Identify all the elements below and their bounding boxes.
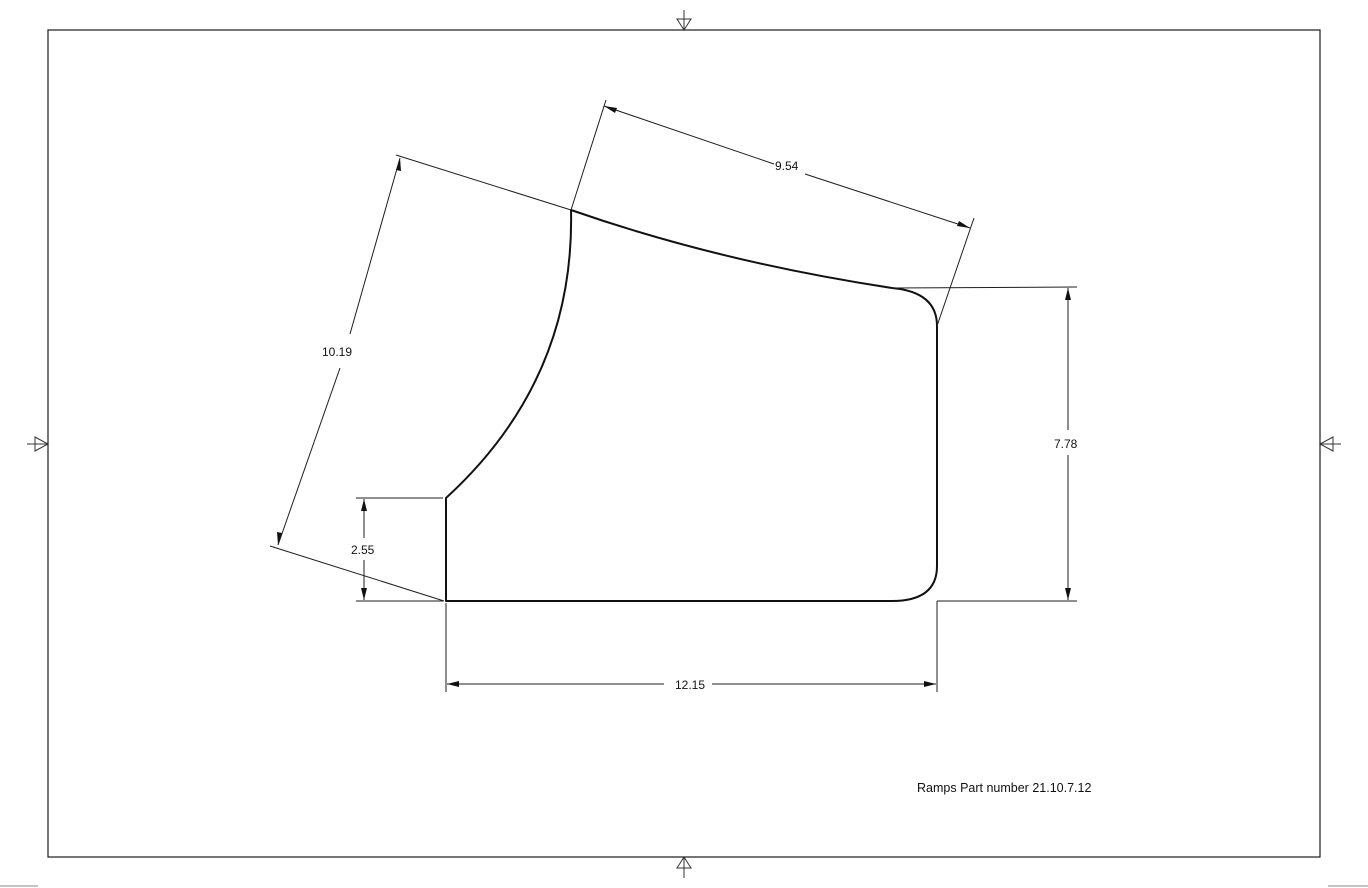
centering-arrow-left-icon: [1318, 436, 1341, 452]
centering-arrow-up-icon: [676, 856, 692, 878]
dimension-label-right-height: 7.78: [1054, 437, 1078, 451]
dimension-right-height: 7.78: [891, 286, 1078, 692]
dimension-label-bottom-width: 12.15: [675, 678, 705, 692]
centering-arrow-right-icon: [27, 436, 50, 452]
dimension-left-arc: 10.19: [269, 154, 572, 602]
centering-arrow-down-icon: [676, 10, 692, 31]
part-number-label: Ramps Part number 21.10.7.12: [917, 781, 1091, 795]
dimension-top-edge: 9.54: [570, 99, 975, 327]
sheet-border: [47, 29, 1321, 858]
dimension-bottom-width: 12.15: [445, 603, 936, 692]
dimension-left-step: 2.55: [351, 497, 443, 602]
dimension-label-left-step: 2.55: [351, 543, 375, 557]
dimension-label-left-arc: 10.19: [322, 345, 352, 359]
dimension-label-top-edge: 9.54: [775, 159, 799, 173]
ramp-part-outline: [445, 209, 938, 602]
